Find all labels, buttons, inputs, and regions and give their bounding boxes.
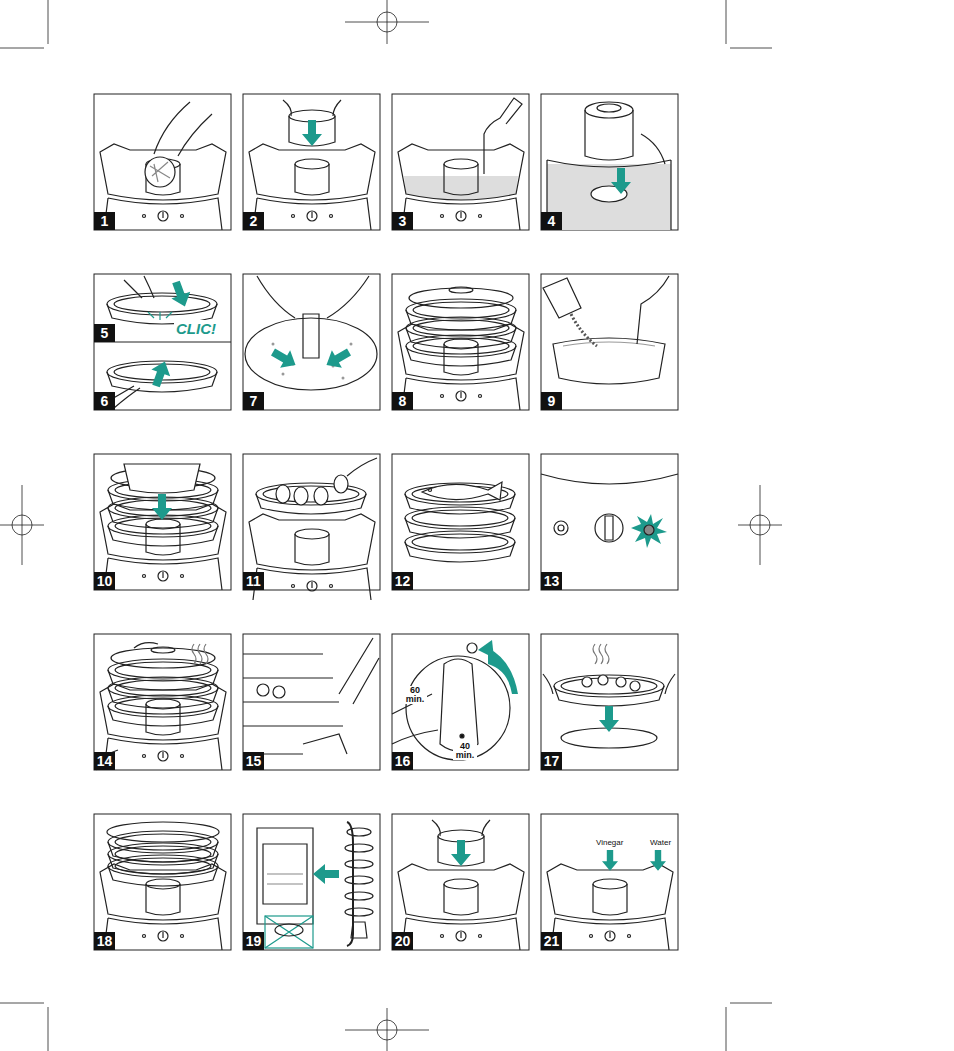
step-number: 10 bbox=[94, 572, 115, 590]
step-number: 12 bbox=[392, 572, 413, 590]
step-number: 4 bbox=[541, 212, 562, 230]
dial-mark: 40 min. bbox=[453, 742, 477, 760]
step-number: 3 bbox=[392, 212, 413, 230]
step-number: 14 bbox=[94, 752, 115, 770]
liquid-label: Vinegar bbox=[595, 838, 624, 847]
step-number: 11 bbox=[243, 572, 264, 590]
step-number: 16 bbox=[392, 752, 413, 770]
step-number: 21 bbox=[541, 932, 562, 950]
step-number: 7 bbox=[243, 392, 264, 410]
step-number: 17 bbox=[541, 752, 562, 770]
step-number: 5 bbox=[94, 324, 115, 342]
click-sound: CLIC! bbox=[174, 320, 218, 337]
step-number: 15 bbox=[243, 752, 264, 770]
step-number: 6 bbox=[94, 392, 115, 410]
step-number: 1 bbox=[94, 212, 115, 230]
liquid-label: Water bbox=[649, 838, 672, 847]
step-number: 8 bbox=[392, 392, 413, 410]
step-number: 18 bbox=[94, 932, 115, 950]
dial-mark: 60 min. bbox=[403, 686, 427, 704]
step-number: 19 bbox=[243, 932, 264, 950]
step-number: 9 bbox=[541, 392, 562, 410]
step-number: 2 bbox=[243, 212, 264, 230]
step-number: 20 bbox=[392, 932, 413, 950]
step-number: 13 bbox=[541, 572, 562, 590]
